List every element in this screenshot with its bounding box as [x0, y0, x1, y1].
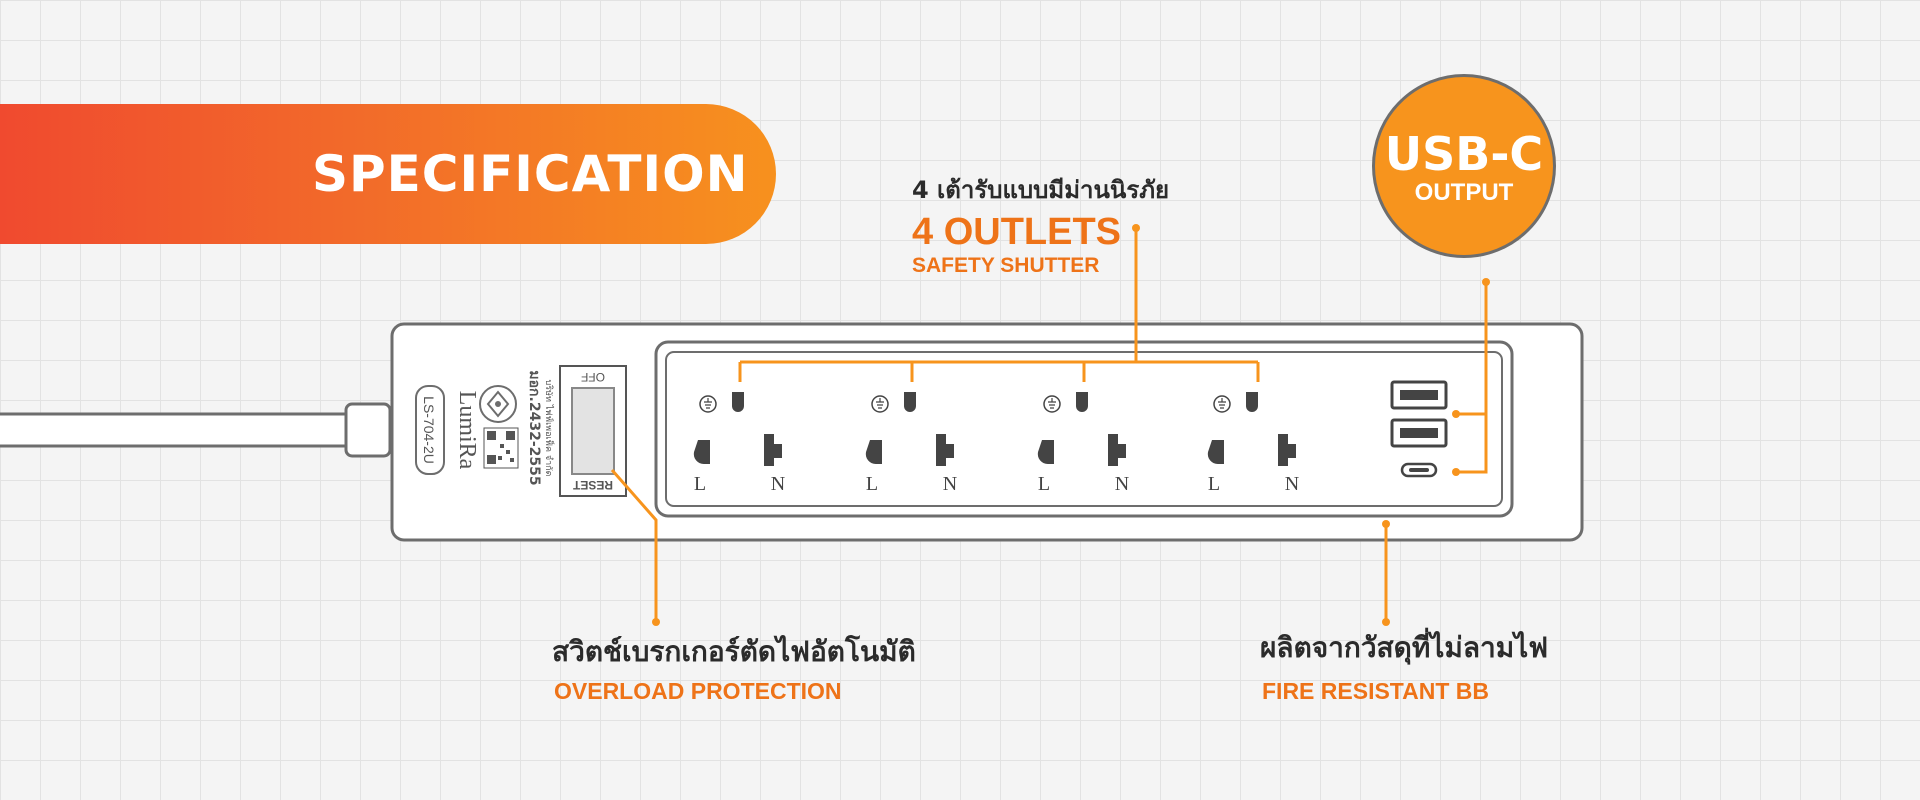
- brand-logo: LumiRa: [454, 391, 480, 470]
- specification-banner: [0, 104, 776, 244]
- qr-code-icon: [483, 427, 519, 469]
- outlet-3-right-label: N: [1115, 473, 1129, 495]
- outlet-2: L N: [865, 392, 957, 495]
- banner-title: SPECIFICATION: [312, 145, 749, 203]
- outlets-title: 4 OUTLETS: [912, 211, 1122, 253]
- callout-lines: [610, 228, 1488, 620]
- switch-off-label: OFF: [581, 370, 605, 384]
- outlet-1-right-label: N: [771, 473, 785, 495]
- usbc-badge: USB-C OUTPUT: [1372, 74, 1556, 258]
- outlet-4-left-label: L: [1208, 473, 1220, 495]
- outlet-3: L N: [1037, 392, 1129, 495]
- outlet-4-right-label: N: [1285, 473, 1299, 495]
- outlet-2-left-label: L: [866, 473, 878, 495]
- standard-number: มอก.2432-2555: [526, 370, 542, 485]
- tisi-mark-icon: [479, 385, 517, 423]
- outlet-4: L N: [1207, 392, 1299, 495]
- usb-c-port: [1400, 462, 1438, 478]
- outlet-1-left-label: L: [694, 473, 706, 495]
- outlets-thai-label: 4 เต้ารับแบบมีม่านนิรภัย: [912, 176, 1170, 204]
- switch-reset-label: RESET: [572, 478, 613, 492]
- breaker-english-label: OVERLOAD PROTECTION: [554, 678, 842, 704]
- outlets-subtitle: SAFETY SHUTTER: [912, 254, 1100, 277]
- material-english-label: FIRE RESISTANT BB: [1262, 678, 1490, 704]
- material-thai-label: ผลิตจากวัสดุที่ไม่ลามไฟ: [1260, 631, 1549, 664]
- power-cord: [0, 402, 392, 458]
- usbc-subtitle: OUTPUT: [1414, 179, 1514, 206]
- usbc-title: USB-C: [1384, 127, 1544, 181]
- ground-icon: [1043, 395, 1061, 413]
- ground-icon: [699, 395, 717, 413]
- outlet-panel: [654, 340, 1514, 518]
- breaker-thai-label: สวิตช์เบรกเกอร์ตัดไฟอัตโนมัติ: [552, 635, 916, 668]
- model-label: LS-704-2U: [421, 396, 437, 464]
- callout-dots: [652, 224, 1490, 626]
- ground-icon: [1213, 395, 1231, 413]
- ground-icon: [871, 395, 889, 413]
- company-name: บริษัท ไฟฟ์เพอเฟ็ค จำกัด: [543, 380, 556, 477]
- outlet-3-left-label: L: [1038, 473, 1050, 495]
- usb-a-port-1: [1390, 380, 1448, 410]
- model-badge: [415, 385, 445, 475]
- usb-a-port-2: [1390, 418, 1448, 448]
- outlet-1: L N: [693, 392, 785, 495]
- outlet-2-right-label: N: [943, 473, 957, 495]
